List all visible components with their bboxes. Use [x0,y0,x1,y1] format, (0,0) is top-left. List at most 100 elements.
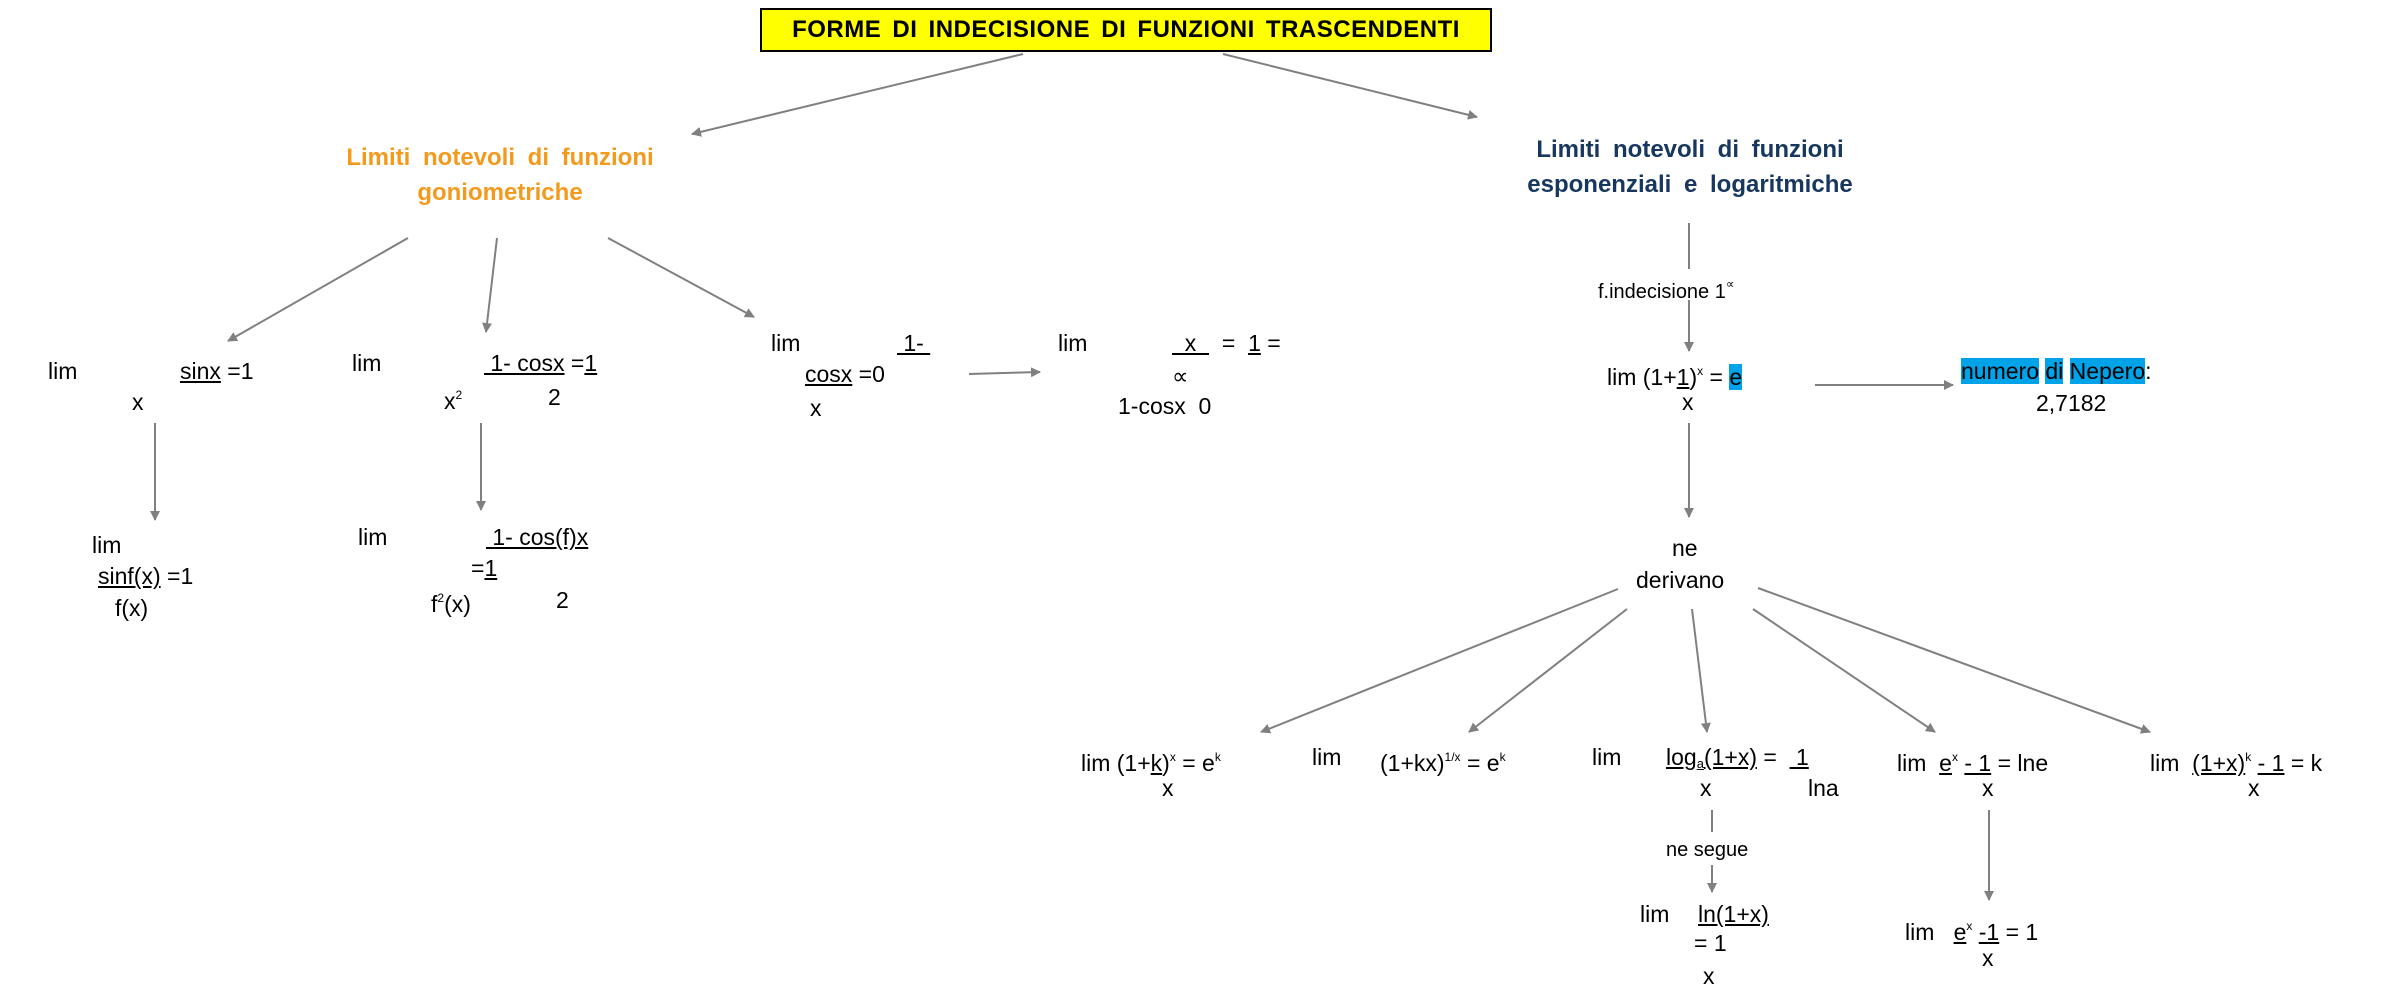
formula-part: ∝ [1172,363,1189,389]
formula-part: = [1260,330,1281,356]
formula-text: (1+kx)1/x = ek [1380,743,1506,777]
formula-text: lim ex - 1 = lne [1897,743,2048,777]
arrow [1468,608,1628,733]
formula-part: k [1214,750,1221,764]
formula-text: ne segue [1666,836,1748,864]
formula-text: 1- cosx =1 [484,349,597,377]
formula-text: lim [771,329,800,357]
formula-text: 1-cosx 0 [1118,392,1211,420]
formula-part: 2,7182 [2036,390,2107,416]
arrow [607,237,755,318]
formula-part [2063,358,2069,384]
formula-text: lim ex -1 = 1 [1905,912,2038,946]
formula-part: ∝ [1725,277,1735,291]
arrow [1691,608,1711,733]
heading-line: goniometriche [417,179,583,206]
arrow [482,237,498,333]
formula-part: derivano [1636,567,1725,593]
formula-text: f(x) [115,594,148,622]
formula-part: x [1169,750,1176,764]
formula-text: lna [1808,774,1839,802]
formula-part: 1- cos(f)x [486,524,589,550]
formula-part: lim (1+ [1607,364,1677,390]
formula-text: lim [1592,743,1621,771]
formula-part: e [1729,364,1743,390]
formula-part: x [2248,775,2260,801]
formula-text: = 1 [1694,929,1727,957]
formula-text: ln(1+x) [1698,900,1769,928]
formula-part: = [471,555,485,581]
formula-part: f(x) [115,595,149,621]
formula-part: 1 [1789,744,1809,770]
formula-part: x [1162,775,1174,801]
formula-part: = [1703,364,1730,390]
formula-part: x [1697,364,1704,378]
formula-part: x [1682,389,1694,415]
formula-part: lna [1808,775,1839,801]
formula-part: lim [771,330,801,356]
formula-text: lim [1058,329,1087,357]
arrow [1222,53,1478,120]
formula-part: 1 [1676,364,1690,390]
heading-exp-log: Limiti notevoli di funzioni esponenziali… [1480,132,1900,202]
formula-text: derivano [1636,566,1724,594]
formula-part: (1+kx) [1380,750,1445,776]
formula-part: ne segue [1666,839,1749,861]
formula-part: -1 [1978,919,2000,945]
formula-part: x [1982,775,1994,801]
formula-part: = [1756,744,1790,770]
arrow [968,367,1041,378]
formula-text: lim (1+1)x = e [1607,357,1743,391]
formula-part: (x) [444,591,471,617]
formula-text: x2 [444,381,462,415]
formula-text: f.indecisione 1∝ [1598,270,1734,306]
formula-part: numero [1961,358,2039,384]
formula-text: x = 1 = [1172,329,1281,357]
arrow [1757,587,2151,734]
formula-part: = 1 [1694,930,1727,956]
formula-part: = [564,350,585,376]
formula-part: a [1696,756,1704,771]
formula-text: lim [1312,743,1341,771]
heading-line: Limiti notevoli di funzioni [346,144,654,171]
formula-part: k [1150,750,1163,776]
formula-part: lim [1312,744,1342,770]
formula-part: f [431,591,438,617]
formula-part: = e [1175,750,1215,776]
formula-text: sinx =1 [180,357,254,385]
formula-part: (1+x) [2192,750,2246,776]
formula-text: f2(x) [431,584,471,618]
formula-part: lim [1897,750,1940,776]
formula-part: 2 [437,591,445,605]
formula-text: lim [358,523,387,551]
formula-part: x [1703,963,1715,989]
formula-part: x [1172,330,1210,356]
formula-part: lim [1592,744,1622,770]
formula-text: 1- [897,329,930,357]
formula-part: 1 [1248,330,1261,356]
arrow [691,53,1024,137]
formula-text: x [132,388,144,416]
formula-part: 1 [584,350,598,376]
formula-part: lim [352,350,382,376]
formula-text: lim [352,349,381,377]
formula-part: ln(1+x) [1698,901,1769,927]
formula-part: k [1499,750,1506,764]
arrow [1260,588,1619,734]
formula-text: x [1703,962,1715,990]
formula-part: x [1700,775,1712,801]
formula-text: 2 [556,586,569,614]
formula-part: lim [1905,919,1954,945]
formula-text: ne [1672,534,1698,562]
formula-part: sinx [180,358,221,384]
formula-part: k [2245,750,2252,764]
formula-text: 2,7182 [2036,389,2106,417]
diagram-title: FORME DI INDECISIONE DI FUNZIONI TRASCEN… [760,8,1492,52]
arrow [1752,608,1936,733]
formula-part: 1 [484,555,498,581]
formula-text: numero di Nepero: [1961,357,2152,385]
heading-goniometric: Limiti notevoli di funzioni goniometrich… [300,140,700,210]
formula-text: x [2248,774,2260,802]
formula-part: cosx [805,361,853,387]
formula-part: = [1209,330,1249,356]
